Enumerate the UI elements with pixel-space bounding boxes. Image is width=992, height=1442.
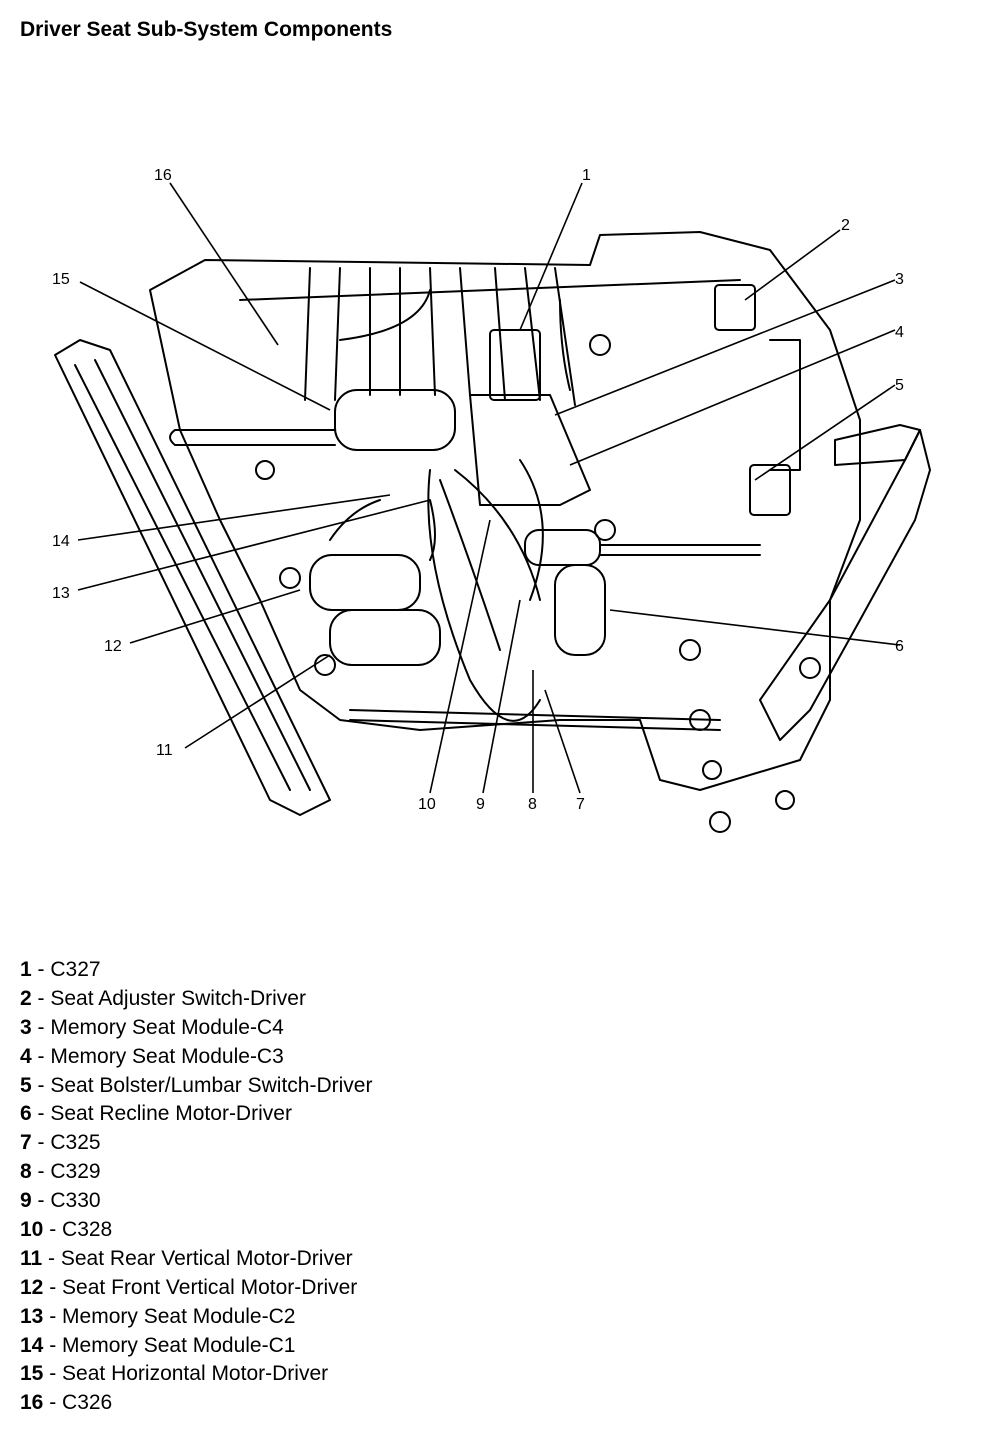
legend-item: 4 - Memory Seat Module-C3 [20, 1043, 372, 1072]
legend-label: Seat Recline Motor-Driver [50, 1102, 292, 1126]
legend-item: 14 - Memory Seat Module-C1 [20, 1332, 372, 1361]
seat-adjuster-switch [714, 284, 756, 331]
right-seat-track [759, 429, 931, 741]
legend-item: 10 - C328 [20, 1216, 372, 1245]
left-seat-track [54, 339, 331, 816]
legend-label: C329 [50, 1160, 101, 1184]
legend-separator: - [42, 1246, 61, 1270]
legend-label: Seat Bolster/Lumbar Switch-Driver [50, 1073, 373, 1097]
callout-5: 5 [895, 377, 904, 394]
legend-separator: - [31, 1189, 51, 1213]
legend-label: Seat Horizontal Motor-Driver [62, 1362, 329, 1386]
seat-frame-outline [149, 231, 861, 791]
legend-separator: - [31, 1102, 51, 1126]
front-vertical-motor [309, 554, 421, 611]
legend-item: 1 - C327 [20, 956, 372, 985]
legend-label: C328 [62, 1218, 113, 1242]
callout-4: 4 [895, 324, 904, 341]
callout-3: 3 [895, 271, 904, 288]
callout-14: 14 [52, 533, 70, 550]
legend-number: 8 [20, 1160, 32, 1184]
callout-12: 12 [104, 638, 122, 655]
legend-number: 12 [20, 1275, 44, 1299]
legend-number: 2 [20, 986, 32, 1010]
legend-label: C325 [50, 1131, 101, 1155]
legend-label: C327 [50, 958, 101, 981]
horizontal-motor [334, 389, 456, 451]
legend-separator: - [43, 1275, 63, 1299]
legend-separator: - [43, 1333, 63, 1357]
legend-separator: - [31, 1160, 51, 1184]
legend-separator: - [31, 986, 51, 1010]
legend-item: 9 - C330 [20, 1187, 372, 1216]
legend-number: 5 [20, 1073, 32, 1097]
legend-item: 13 - Memory Seat Module-C2 [20, 1303, 372, 1332]
callout-16: 16 [154, 167, 172, 184]
memory-seat-module [469, 394, 591, 506]
legend-separator: - [31, 1073, 51, 1097]
legend-number: 13 [20, 1304, 44, 1328]
legend-number: 16 [20, 1391, 44, 1415]
recline-motor [554, 564, 606, 656]
callout-9: 9 [476, 796, 485, 813]
legend-separator: - [43, 1304, 63, 1328]
legend-number: 3 [20, 1015, 32, 1039]
callout-2: 2 [841, 217, 850, 234]
legend-item: 16 - C326 [20, 1389, 372, 1418]
legend-number: 6 [20, 1102, 32, 1126]
legend-number: 7 [20, 1131, 32, 1155]
callout-11: 11 [156, 742, 173, 759]
legend-number: 11 [20, 1246, 43, 1270]
legend-label: C330 [50, 1189, 101, 1213]
legend-number: 10 [20, 1218, 44, 1242]
callout-13: 13 [52, 585, 70, 602]
legend-number: 1 [20, 958, 32, 981]
legend-separator: - [43, 1362, 63, 1386]
legend-item: 5 - Seat Bolster/Lumbar Switch-Driver [20, 1072, 372, 1101]
callout-6: 6 [895, 638, 904, 655]
legend-number: 15 [20, 1362, 44, 1386]
legend-label: Memory Seat Module-C2 [62, 1304, 296, 1328]
legend-number: 4 [20, 1044, 32, 1068]
legend-label: C326 [62, 1391, 113, 1415]
legend-separator: - [43, 1218, 63, 1242]
legend-item: 2 - Seat Adjuster Switch-Driver [20, 985, 372, 1014]
legend-label: Seat Adjuster Switch-Driver [50, 986, 306, 1010]
legend-item: 7 - C325 [20, 1129, 372, 1158]
legend-item: 8 - C329 [20, 1158, 372, 1187]
legend-number: 14 [20, 1333, 44, 1357]
page-title: Driver Seat Sub-System Components [20, 18, 393, 41]
legend-item: 11 - Seat Rear Vertical Motor-Driver [20, 1245, 372, 1274]
legend-separator: - [31, 1015, 51, 1039]
legend-number: 9 [20, 1189, 32, 1213]
callout-10: 10 [418, 796, 436, 813]
callout-1: 1 [582, 167, 591, 184]
legend-item: 15 - Seat Horizontal Motor-Driver [20, 1360, 372, 1389]
legend-label: Memory Seat Module-C1 [62, 1333, 296, 1357]
legend-label: Memory Seat Module-C3 [50, 1044, 284, 1068]
legend-item: 6 - Seat Recline Motor-Driver [20, 1100, 372, 1129]
legend-label: Memory Seat Module-C4 [50, 1015, 284, 1039]
callout-8: 8 [528, 796, 537, 813]
legend-separator: - [31, 1044, 51, 1068]
seat-components-diagram: 1 2 3 4 5 6 7 8 9 10 11 12 13 14 15 16 [52, 167, 931, 833]
legend-item: 3 - Memory Seat Module-C4 [20, 1014, 372, 1043]
legend-separator: - [31, 1131, 51, 1155]
legend-separator: - [31, 958, 51, 981]
legend-item: 12 - Seat Front Vertical Motor-Driver [20, 1274, 372, 1303]
legend-label: Seat Front Vertical Motor-Driver [62, 1275, 358, 1299]
rear-vertical-motor [329, 609, 441, 666]
legend-separator: - [43, 1391, 63, 1415]
callout-15: 15 [52, 271, 70, 288]
callout-7: 7 [576, 796, 585, 813]
legend-label: Seat Rear Vertical Motor-Driver [60, 1246, 353, 1270]
